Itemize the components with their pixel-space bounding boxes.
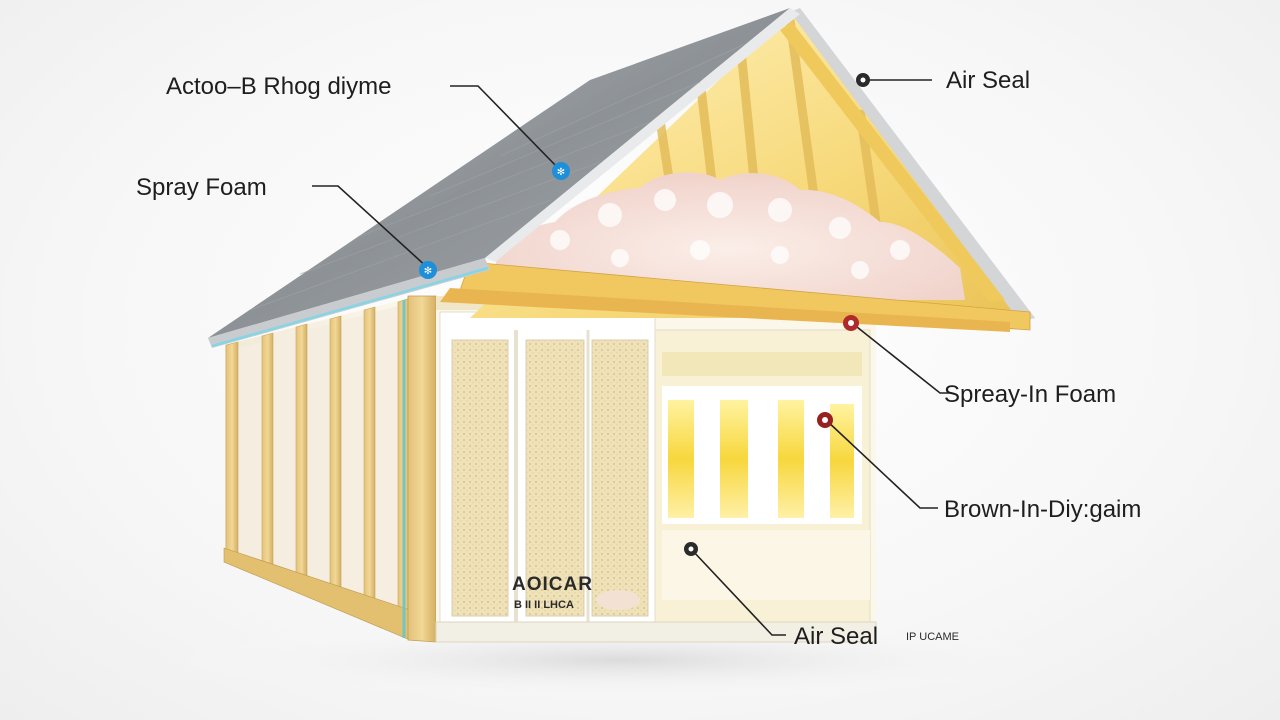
callout-dot-brown-in [817, 412, 833, 428]
callout-dot-spray-in-foam [843, 315, 859, 331]
callout-dot-roof-ridge: ✻ [552, 162, 570, 180]
roof [208, 8, 800, 348]
svg-text:✻: ✻ [557, 167, 565, 178]
callout-label-spray-foam: Spray Foam [136, 174, 267, 201]
callout-dot-air-seal-bottom [684, 542, 698, 556]
callout-dot-air-seal-top [856, 73, 870, 87]
attic-gable [440, 8, 1035, 332]
callout-label-brown-in: Brown-In-Diy:gaim [944, 496, 1141, 523]
callout-dot-spray-foam: ✻ [419, 261, 437, 279]
wall-sign-line2: B II II LHCA [514, 599, 574, 611]
callout-suffix-air-seal-bottom: IP UCAME [906, 631, 959, 643]
corner-post [407, 295, 437, 643]
wall-sign-line1: AOICAR [512, 574, 593, 595]
callout-label-roof-ridge: Actoo–B Rhog diyme [166, 73, 391, 100]
side-wall [223, 297, 411, 641]
callout-label-air-seal-bottom: Air Seal [794, 623, 878, 650]
front-wall [435, 296, 877, 643]
callout-label-air-seal-top: Air Seal [946, 67, 1030, 94]
leader-lines [312, 79, 952, 636]
svg-text:✻: ✻ [424, 266, 432, 277]
callout-label-spray-in-foam: Spreay-In Foam [944, 381, 1116, 408]
